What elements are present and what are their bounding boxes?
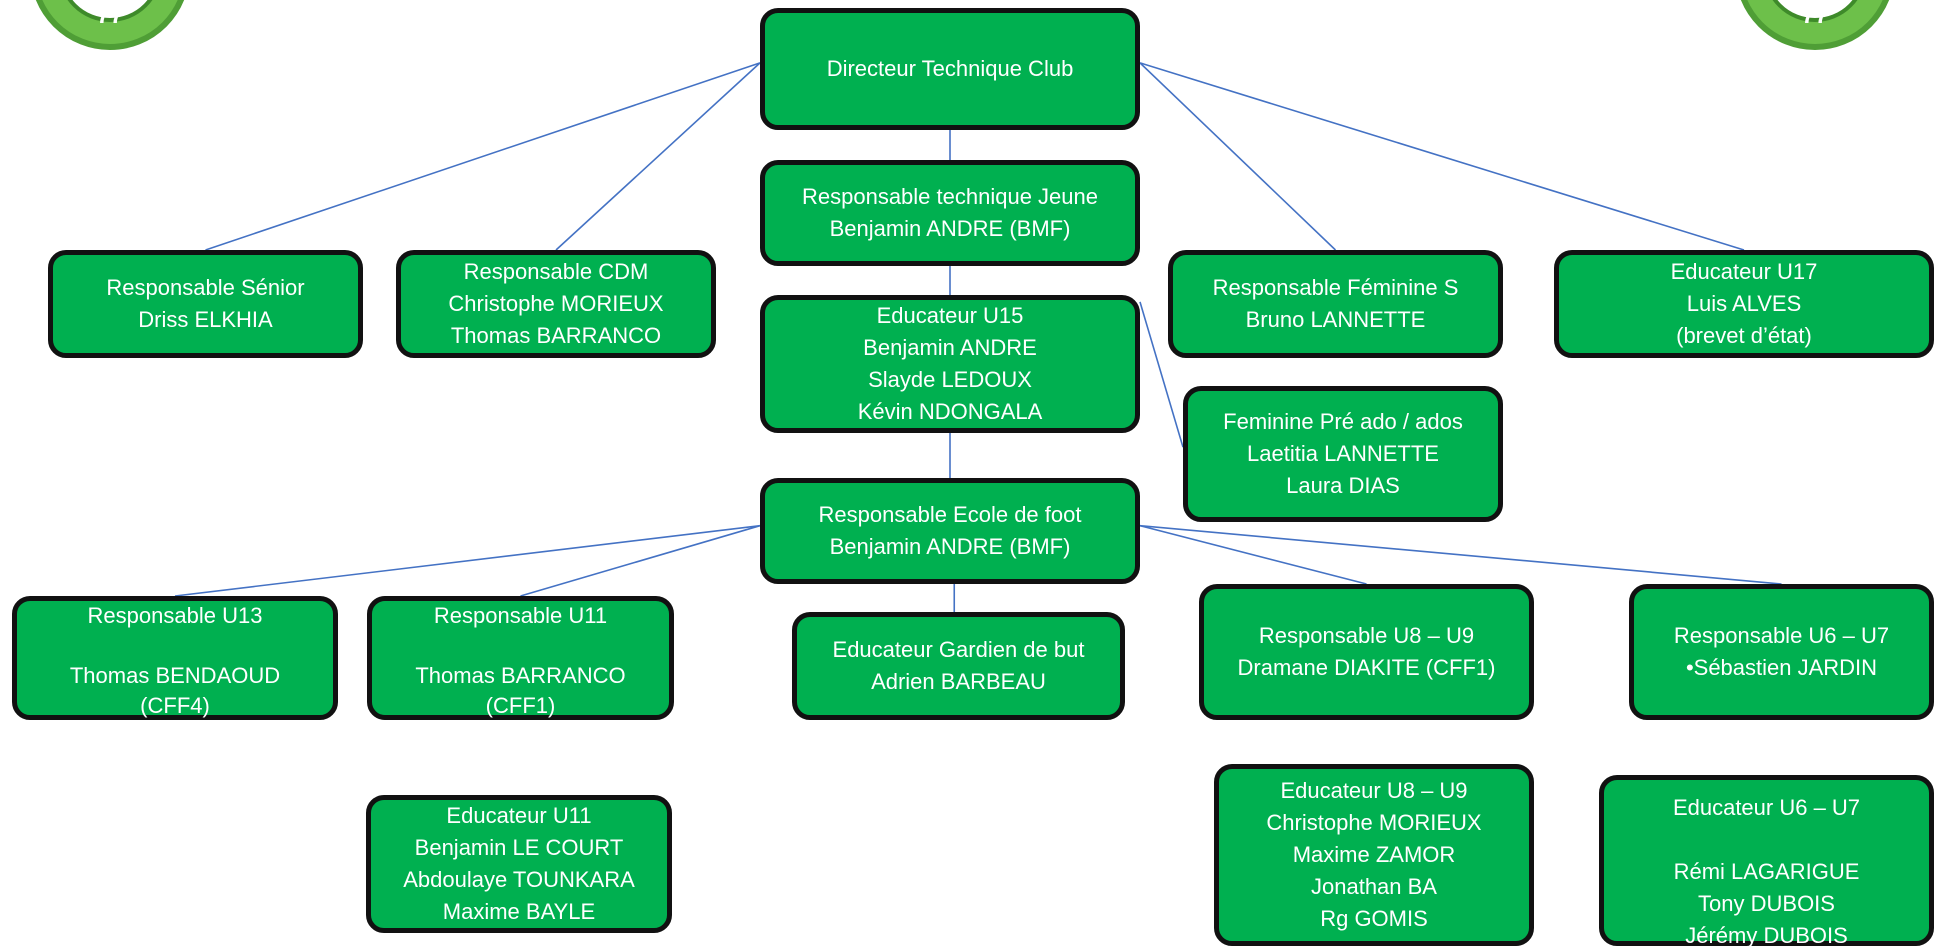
box-text-line: Thomas BARRANCO xyxy=(450,323,662,348)
connector-ref-u13 xyxy=(174,524,761,597)
box-text-line: •Sébastien JARDIN xyxy=(1685,655,1878,680)
connector-ref-u8u9 xyxy=(1139,524,1367,585)
box-text-line: Feminine Pré ado / ados xyxy=(1223,409,1463,434)
box-text-line: Responsable Ecole de foot xyxy=(818,502,1082,527)
logo-number: 77 xyxy=(96,2,124,29)
box-text-line: Jérémy DUBOIS xyxy=(1685,923,1848,948)
connector-ref-u11 xyxy=(520,524,761,597)
box-text-line: (CFF4) xyxy=(140,693,210,718)
box-text-line: (CFF1) xyxy=(485,693,556,718)
box-text-line: (brevet d’état) xyxy=(1676,323,1812,348)
box-text-line: Responsable U11 xyxy=(433,603,608,628)
responsable-u13-box: Responsable U13 Thomas BENDAOUD (CFF4) xyxy=(12,596,338,720)
club-logo-right: 77 xyxy=(1735,0,1895,50)
box-text-line: Maxime ZAMOR xyxy=(1292,842,1456,867)
box-text-line: Educateur U8 – U9 xyxy=(1280,778,1468,803)
connector-ref-u6u7 xyxy=(1139,524,1782,585)
connector-dtc-fem_s xyxy=(1139,62,1337,251)
box-text-line: Christophe MORIEUX xyxy=(1266,810,1482,835)
box-text-line: Christophe MORIEUX xyxy=(448,291,664,316)
box-text-line: Educateur Gardien de but xyxy=(832,637,1085,662)
box-text-line: Educateur U11 xyxy=(446,803,592,828)
box-text-line: Driss ELKHIA xyxy=(138,307,273,332)
box-text-line: Benjamin LE COURT xyxy=(414,835,624,860)
responsable-feminine-box: Responsable Féminine S Bruno LANNETTE xyxy=(1168,250,1503,358)
box-text-line: Responsable Féminine S xyxy=(1212,275,1459,300)
box-text-line: Educateur U6 – U7 xyxy=(1672,795,1861,820)
box-text-line xyxy=(517,631,523,661)
connector-dtc-cdm xyxy=(555,62,761,251)
box-text-line: Luis ALVES xyxy=(1686,291,1802,316)
responsable-cdm-box: Responsable CDM Christophe MORIEUX Thomas … xyxy=(396,250,716,358)
box-text-line: Abdoulaye TOUNKARA xyxy=(403,867,635,892)
box-text-line: Jonathan BA xyxy=(1311,874,1437,899)
box-text-line: Educateur U15 xyxy=(876,303,1024,328)
box-text-line: Bruno LANNETTE xyxy=(1245,307,1426,332)
logo-number: 77 xyxy=(1801,2,1829,29)
box-text-line xyxy=(172,631,178,661)
connector-dtc-u17 xyxy=(1139,62,1745,251)
box-text-line: Responsable Sénior xyxy=(106,275,305,300)
box-text-line: Laetitia LANNETTE xyxy=(1247,441,1439,466)
connector-dtc-senior xyxy=(205,62,761,251)
box-text-line: Responsable U13 xyxy=(87,603,263,628)
box-text-line: Laura DIAS xyxy=(1286,473,1400,498)
box-text-line: Rg GOMIS xyxy=(1320,906,1428,931)
box-text-line: Responsable technique Jeune xyxy=(801,184,1098,209)
responsable-u6-u7-box: Responsable U6 – U7 •Sébastien JARDIN xyxy=(1629,584,1934,720)
box-text-line: Educateur U17 xyxy=(1670,259,1818,284)
box-text-line: Responsable CDM xyxy=(463,259,649,284)
box-text-line: Dramane DIAKITE (CFF1) xyxy=(1237,655,1496,680)
box-text-line: Tony DUBOIS xyxy=(1698,891,1835,916)
box-text-line: Kévin NDONGALA xyxy=(857,399,1043,424)
box-text-line: Maxime BAYLE xyxy=(442,899,596,924)
box-text-line: Directeur Technique Club xyxy=(826,56,1074,81)
box-text-line: Rémi LAGARIGUE xyxy=(1673,859,1860,884)
educateur-u6-u7-box: Educateur U6 – U7 Rémi LAGARIGUE Tony DUB… xyxy=(1599,775,1934,948)
box-text-line: Benjamin ANDRE (BMF) xyxy=(829,534,1071,559)
directeur-technique-box: Directeur Technique Club xyxy=(760,8,1140,130)
educateur-u8-u9-box: Educateur U8 – U9 Christophe MORIEUX Maxim… xyxy=(1214,764,1534,946)
box-text-line: Slayde LEDOUX xyxy=(868,367,1032,392)
box-text-line: Responsable U8 – U9 xyxy=(1258,623,1475,648)
box-text-line: Thomas BARRANCO xyxy=(415,663,626,688)
box-text-line xyxy=(1763,824,1769,856)
connector-u15-fem_ado xyxy=(1139,301,1184,448)
responsable-u11-box: Responsable U11 Thomas BARRANCO (CFF1) xyxy=(367,596,674,720)
box-text-line: Thomas BENDAOUD xyxy=(69,663,281,688)
responsable-u8-u9-box: Responsable U8 – U9 Dramane DIAKITE (CFF1… xyxy=(1199,584,1534,720)
box-text-line: Responsable U6 – U7 xyxy=(1673,623,1890,648)
box-text-line: Benjamin ANDRE xyxy=(863,335,1037,360)
box-text-line: Adrien BARBEAU xyxy=(871,669,1046,694)
box-text-line: Benjamin ANDRE (BMF) xyxy=(829,216,1071,241)
